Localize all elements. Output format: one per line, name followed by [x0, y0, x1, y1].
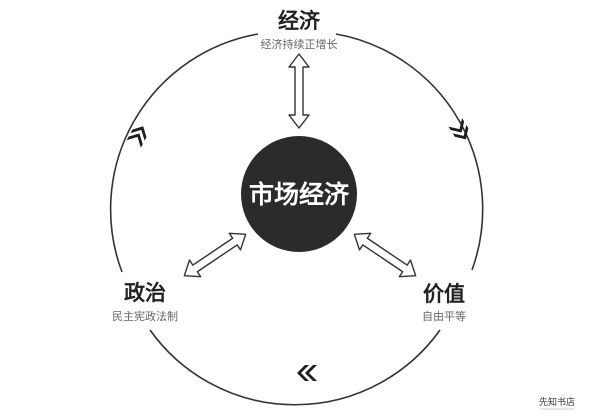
- double-chevron-icon: [297, 365, 317, 381]
- node-title-values: 价值: [423, 282, 465, 306]
- node-subtitle-economy: 经济持续正增长: [261, 37, 338, 51]
- brand-logo: 先知书店: [539, 396, 575, 408]
- double-chevron-icon: [126, 126, 147, 148]
- cycle-arc-economy-values: [335, 33, 484, 271]
- double-headed-arrow-icon: [183, 232, 247, 278]
- cycle-arc-politics-economy: [109, 33, 259, 273]
- node-title-politics: 政治: [124, 281, 166, 305]
- node-title-economy: 经济: [278, 9, 321, 33]
- node-subtitle-values: 自由平等: [422, 309, 466, 323]
- node-subtitle-politics: 民主宪政法制: [112, 309, 178, 323]
- center-circle: [241, 136, 357, 252]
- double-headed-arrow-icon: [288, 53, 310, 129]
- cycle-arc-values-politics: [149, 329, 441, 406]
- center-label: 市场经济: [249, 180, 350, 209]
- double-headed-arrow-icon: [353, 232, 417, 278]
- double-chevron-icon: [448, 118, 469, 140]
